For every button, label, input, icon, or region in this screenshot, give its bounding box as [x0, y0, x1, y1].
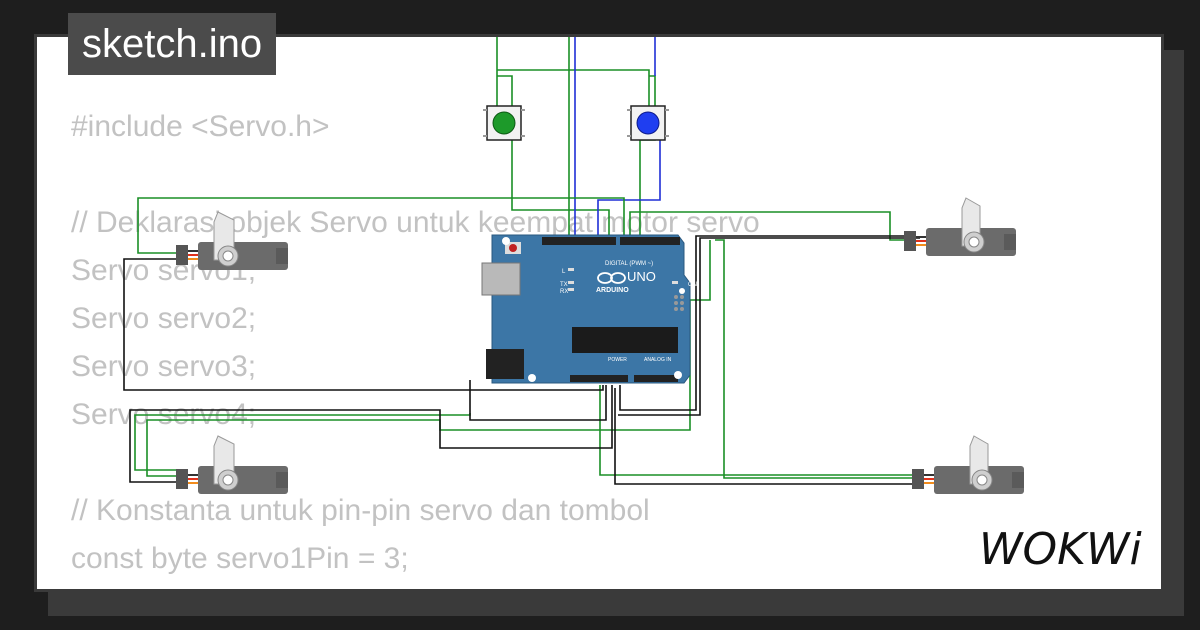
wire-black[interactable]: [619, 235, 904, 411]
servo-3[interactable]: [176, 435, 288, 494]
code-line: #include <Servo.h>: [71, 110, 330, 143]
board-brand-label: ARDUINO: [596, 287, 629, 294]
code-line: Servo servo2;: [71, 302, 257, 335]
wire-black[interactable]: [614, 388, 912, 485]
wire-blue[interactable]: [597, 140, 661, 240]
rx-led-label: RX: [560, 289, 568, 295]
wire-green[interactable]: [599, 385, 912, 476]
blue-pushbutton[interactable]: [627, 105, 669, 141]
on-led-label: ON: [688, 282, 697, 288]
digital-label: DIGITAL (PWM ~): [605, 261, 653, 267]
wire-black[interactable]: [469, 380, 607, 421]
servo-2[interactable]: [904, 197, 1016, 256]
wire-black[interactable]: [618, 237, 920, 416]
arduino-logo-icon: [597, 272, 626, 284]
wire-green[interactable]: [715, 239, 912, 479]
sketch-filename-tab[interactable]: sketch.ino: [68, 13, 277, 75]
wire-green[interactable]: [134, 413, 471, 471]
wire-green[interactable]: [497, 75, 610, 240]
code-preview: #include <Servo.h> // Deklarasi objek Ser…: [71, 103, 760, 583]
board-model-label: UNO: [627, 269, 656, 284]
arduino-uno-board[interactable]: DIGITAL (PWM ~) UNO ARDUINO ON TX RX L P…: [481, 234, 697, 384]
code-line: // Konstanta untuk pin-pin servo dan tom…: [71, 494, 650, 527]
analog-in-label: ANALOG IN: [644, 357, 672, 363]
tx-led-label: TX: [560, 282, 568, 288]
green-pushbutton[interactable]: [483, 105, 525, 141]
code-line: // Deklarasi objek Servo untuk keempat m…: [71, 206, 760, 239]
wokwi-logo: WOKWi: [979, 524, 1142, 575]
l-led-label: L: [562, 269, 566, 275]
servo-1[interactable]: [176, 211, 288, 270]
power-label: POWER: [608, 357, 627, 363]
wires: [123, 37, 920, 485]
servo-4[interactable]: [912, 435, 1024, 494]
wire-green[interactable]: [497, 69, 650, 110]
wire-black[interactable]: [129, 385, 613, 483]
wokwi-logo-text: WOKWi: [979, 524, 1142, 575]
wire-green[interactable]: [629, 211, 904, 241]
wire-green[interactable]: [137, 197, 625, 254]
code-line: Servo servo3;: [71, 350, 257, 383]
code-line: const byte servo1Pin = 3;: [71, 542, 409, 575]
wire-black[interactable]: [123, 258, 604, 391]
